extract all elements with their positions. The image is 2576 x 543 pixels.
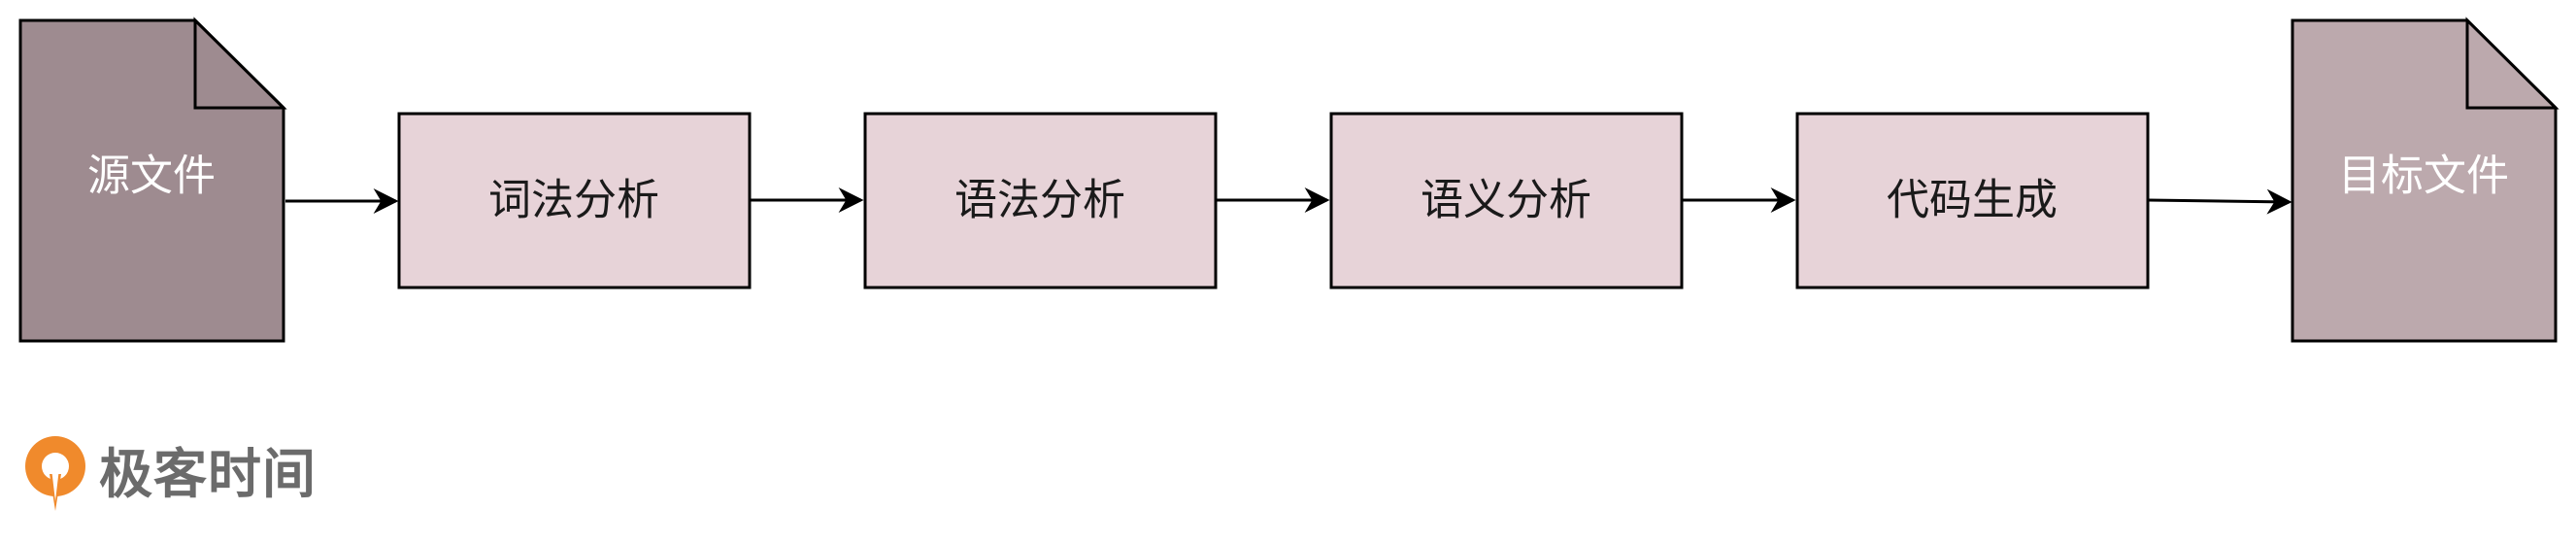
step-syntax-analysis: 语法分析: [863, 112, 1218, 289]
brand-logo: 极客时间: [21, 433, 317, 515]
step-label: 代码生成: [1887, 176, 2057, 225]
geektime-logo-icon: [25, 436, 85, 511]
step-box: [397, 112, 752, 289]
step-box: [1329, 112, 1684, 289]
step-label: 语义分析: [1421, 176, 1591, 225]
compiler-pipeline-diagram: 源文件 词法分析 语法分析 语义分析 代码生成 目标文件: [18, 17, 2559, 343]
step-label: 词法分析: [488, 176, 659, 225]
target-file-label: 目标文件: [2338, 152, 2509, 201]
step-box: [1795, 112, 2150, 289]
source-file-fold: [193, 17, 287, 110]
step-code-generation: 代码生成: [1795, 112, 2150, 289]
source-file-label: 源文件: [87, 152, 216, 201]
arrow-codegen-to-target: [2147, 188, 2292, 215]
source-file-node: 源文件: [18, 17, 287, 343]
target-file-node: 目标文件: [2291, 17, 2559, 343]
step-semantic-analysis: 语义分析: [1329, 112, 1684, 289]
brand-name: 极客时间: [99, 442, 318, 505]
target-file-fold: [2465, 17, 2559, 110]
step-lexical-analysis: 词法分析: [397, 112, 752, 289]
step-label: 语法分析: [954, 176, 1125, 225]
